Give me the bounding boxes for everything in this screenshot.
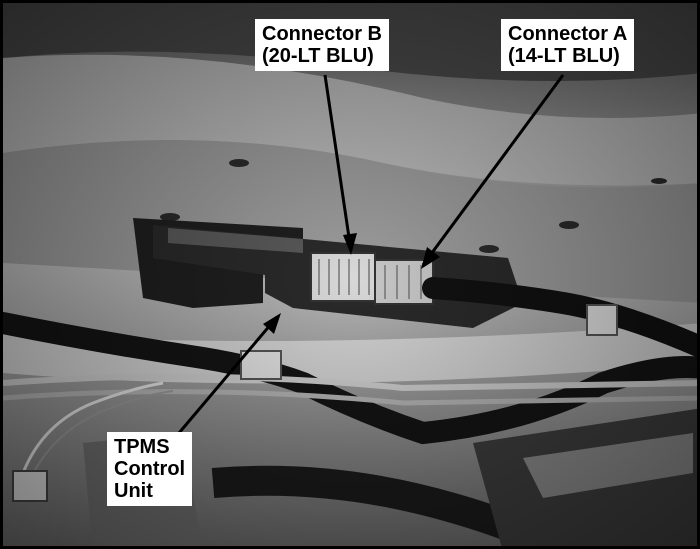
arrowhead-tpms bbox=[263, 313, 281, 334]
callout-connector-b-line1: Connector B bbox=[262, 23, 382, 45]
arrowhead-connector-a bbox=[421, 247, 440, 269]
arrowhead-connector-b bbox=[343, 233, 357, 255]
callout-connector-a-line2: (14-LT BLU) bbox=[508, 45, 620, 67]
callout-connector-b: Connector B (20-LT BLU) bbox=[255, 19, 389, 71]
callout-connector-b-line2: (20-LT BLU) bbox=[262, 45, 374, 67]
callout-connector-a-line1: Connector A bbox=[508, 23, 628, 45]
leader-line-connector-a bbox=[421, 74, 565, 266]
leader-line-connector-b bbox=[323, 74, 353, 252]
callout-tpms-line1: TPMS bbox=[114, 436, 170, 458]
leader-line-tpms bbox=[177, 316, 279, 434]
callout-tpms-control-unit: TPMS Control Unit bbox=[107, 432, 193, 506]
callout-tpms-line2: Control bbox=[114, 458, 186, 480]
callout-connector-a: Connector A (14-LT BLU) bbox=[501, 19, 635, 71]
callout-tpms-line3: Unit bbox=[114, 480, 153, 502]
